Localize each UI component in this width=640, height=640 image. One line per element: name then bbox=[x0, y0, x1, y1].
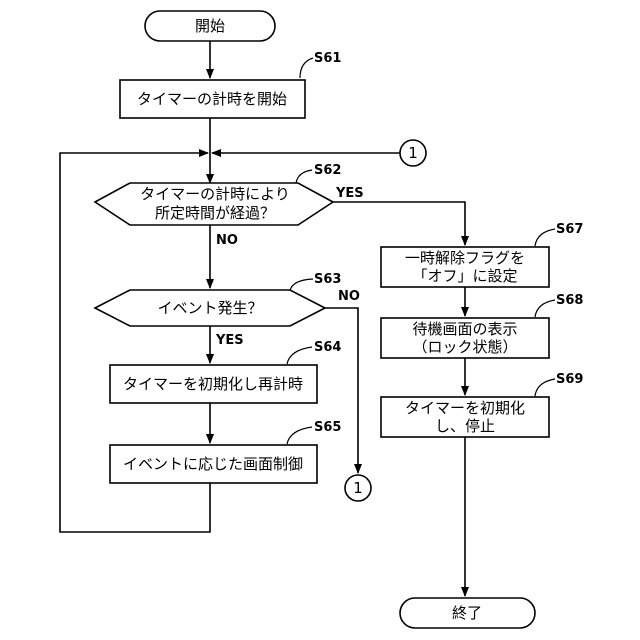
s68-leader bbox=[535, 300, 555, 317]
s63-no-label: NO bbox=[338, 289, 360, 304]
s61-step-label: S61 bbox=[314, 51, 341, 66]
s68-label-line2: （ロック状態） bbox=[412, 338, 517, 356]
flow-s63-no bbox=[325, 308, 358, 473]
s68-step-label: S68 bbox=[556, 293, 583, 308]
connector-1-bottom-label: 1 bbox=[353, 479, 363, 497]
s69-step-label: S69 bbox=[556, 372, 583, 387]
s67-label-line2: 「オフ」に設定 bbox=[412, 267, 517, 285]
s65-step-label: S65 bbox=[314, 420, 341, 435]
end-label: 終了 bbox=[452, 604, 482, 622]
s69-label-line2: し、停止 bbox=[435, 417, 495, 435]
s62-leader bbox=[296, 170, 312, 183]
s67-label-line1: 一時解除フラグを bbox=[405, 249, 525, 267]
s61-leader bbox=[300, 58, 313, 78]
s62-label-line1: タイマーの計時により bbox=[140, 185, 290, 203]
s61-label: タイマーの計時を開始 bbox=[137, 90, 287, 108]
s68-label-line1: 待機画面の表示 bbox=[412, 320, 517, 338]
s67-leader bbox=[535, 229, 555, 246]
s62-no-label: NO bbox=[216, 233, 238, 248]
s69-leader bbox=[535, 379, 555, 396]
s64-step-label: S64 bbox=[314, 340, 341, 355]
connector-1-top-label: 1 bbox=[408, 144, 418, 162]
s63-leader bbox=[290, 279, 313, 291]
s65-leader bbox=[287, 427, 312, 444]
start-label: 開始 bbox=[195, 17, 225, 35]
s64-label: タイマーを初期化し再計時 bbox=[123, 375, 303, 393]
s63-yes-label: YES bbox=[215, 333, 244, 348]
s64-leader bbox=[287, 347, 312, 364]
s69-label-line1: タイマーを初期化 bbox=[405, 399, 525, 417]
s67-step-label: S67 bbox=[556, 222, 583, 237]
s63-label: イベント発生？ bbox=[157, 299, 262, 317]
flow-s62-yes bbox=[333, 202, 465, 245]
s62-step-label: S62 bbox=[314, 163, 341, 178]
s65-label: イベントに応じた画面制御 bbox=[123, 455, 303, 473]
s63-step-label: S63 bbox=[314, 272, 341, 287]
s62-yes-label: YES bbox=[335, 186, 364, 201]
s62-label-line2: 所定時間が経過？ bbox=[155, 204, 275, 222]
